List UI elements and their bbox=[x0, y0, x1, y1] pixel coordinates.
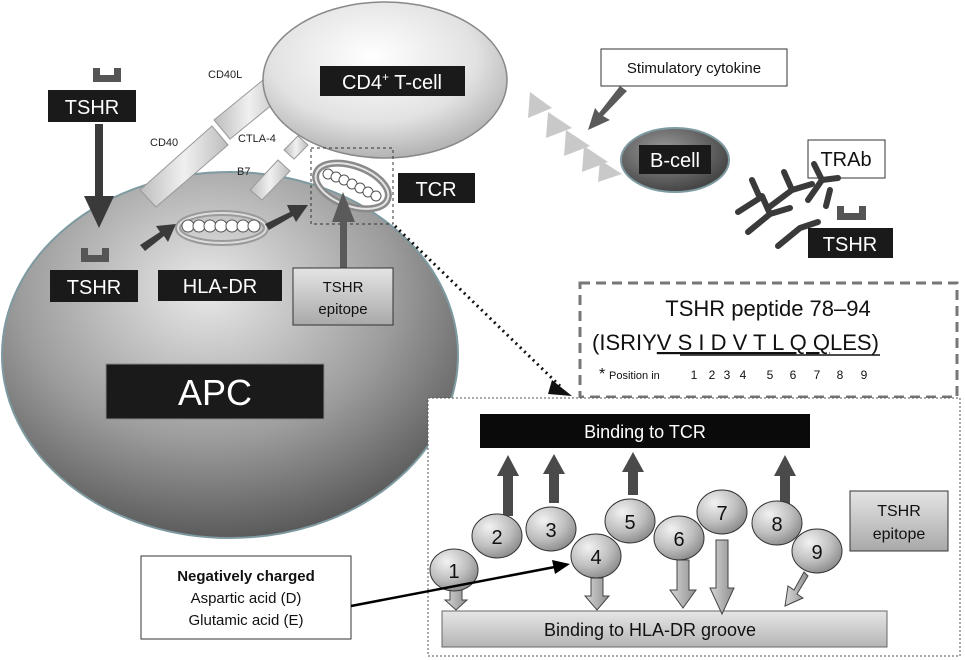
tshr-apc-label: TSHR bbox=[67, 277, 121, 299]
charge-note-line2: Glutamic acid (E) bbox=[188, 612, 303, 629]
apc-label-box bbox=[105, 363, 325, 420]
svg-text:9: 9 bbox=[811, 542, 822, 564]
tshr-epitope-panel-line2: epitope bbox=[873, 526, 926, 543]
residue-7: 7 bbox=[696, 489, 748, 535]
charge-note-line1: Aspartic acid (D) bbox=[191, 590, 302, 607]
b7-rod bbox=[249, 159, 291, 201]
peptide-sequence: (ISRIYV S I D V T L Q QLES) bbox=[592, 330, 879, 355]
trab-antibodies bbox=[735, 161, 841, 249]
tshr-receptor-top: TSHR bbox=[48, 68, 136, 122]
tshr-top-label: TSHR bbox=[65, 97, 119, 119]
peptide-box bbox=[578, 281, 959, 399]
residue-8: 8 bbox=[751, 500, 803, 546]
position-9: 9 bbox=[861, 368, 868, 382]
cytokine-label-box bbox=[600, 48, 788, 87]
position-8: 8 bbox=[837, 368, 844, 382]
cytokine-arrow bbox=[588, 86, 627, 130]
svg-text:7: 7 bbox=[716, 503, 727, 525]
peptide-title: TSHR peptide 78–94 bbox=[665, 296, 870, 321]
tshr-epitope-box-apc bbox=[292, 267, 394, 326]
epitope-up-arrow bbox=[332, 192, 355, 272]
cd40l-label: CD40L bbox=[208, 69, 242, 81]
b7-label: B7 bbox=[237, 166, 250, 178]
b-cell-label-box bbox=[639, 145, 711, 174]
ctla4-rod bbox=[283, 135, 309, 160]
tcr-contact-arrows bbox=[497, 452, 796, 516]
tshr-epitope-panel-line1: TSHR bbox=[877, 503, 921, 520]
b-cell-label: B-cell bbox=[650, 150, 700, 172]
tcr-label: TCR bbox=[415, 179, 456, 201]
hla-dr-complex bbox=[175, 210, 269, 246]
position-7: 7 bbox=[814, 368, 821, 382]
residue-3: 3 bbox=[525, 506, 577, 552]
hla-groove-label: Binding to HLA-DR groove bbox=[544, 620, 756, 640]
processing-arrow bbox=[140, 224, 176, 251]
residue-2: 2 bbox=[471, 513, 523, 559]
svg-text:2: 2 bbox=[491, 527, 502, 549]
residue-4: 4 bbox=[570, 533, 622, 579]
charge-note-arrow bbox=[350, 564, 561, 608]
position-2: 2 bbox=[709, 368, 716, 382]
cytokine-label: Stimulatory cytokine bbox=[627, 60, 761, 77]
charge-note-arrow-head bbox=[552, 560, 570, 574]
svg-text:3: 3 bbox=[545, 520, 556, 542]
tshr-right-label: TSHR bbox=[823, 234, 877, 256]
uptake-arrow bbox=[84, 124, 114, 228]
position-4: 4 bbox=[740, 368, 747, 382]
tshr-epitope-box-panel bbox=[849, 490, 949, 552]
tcr-zoom-box bbox=[310, 147, 394, 225]
tshr-epitope-apc-line2: epitope bbox=[318, 301, 367, 318]
position-3: 3 bbox=[724, 368, 731, 382]
ctla4-label: CTLA-4 bbox=[238, 133, 276, 145]
svg-text:8: 8 bbox=[771, 514, 782, 536]
position-label: Position in bbox=[609, 370, 660, 382]
apc-label: APC bbox=[178, 372, 252, 413]
t-cell-label: CD4+ T-cell bbox=[342, 70, 442, 94]
charge-note-box bbox=[140, 555, 352, 640]
hla-dr-label: HLA-DR bbox=[183, 276, 257, 298]
residue-1: 1 bbox=[429, 548, 479, 592]
tcr-binding-bar bbox=[480, 414, 810, 448]
position-numbers: 1 2 3 4 5 6 7 8 9 bbox=[691, 368, 868, 382]
position-5: 5 bbox=[767, 368, 774, 382]
position-1: 1 bbox=[691, 368, 698, 382]
tcr-label-box bbox=[398, 173, 475, 203]
position-asterisk: * bbox=[599, 366, 605, 383]
svg-text:5: 5 bbox=[624, 512, 635, 534]
svg-text:4: 4 bbox=[590, 547, 601, 569]
presentation-arrow bbox=[265, 205, 308, 230]
tshr-receptor-apc: TSHR bbox=[50, 248, 138, 302]
cd40-label: CD40 bbox=[150, 137, 178, 149]
svg-text:1: 1 bbox=[448, 561, 459, 583]
t-cell-label-box bbox=[320, 66, 465, 96]
hla-groove-bar bbox=[441, 610, 888, 648]
tshr-receptor-right: TSHR bbox=[808, 206, 893, 258]
zoom-connector bbox=[393, 224, 562, 388]
residue-9: 9 bbox=[791, 528, 843, 574]
hla-dr-label-box bbox=[158, 270, 282, 301]
residue-6: 6 bbox=[653, 515, 705, 561]
tcr-binding-label: Binding to TCR bbox=[584, 422, 706, 442]
groove-contact-arrows bbox=[443, 539, 809, 616]
position-6: 6 bbox=[790, 368, 797, 382]
cytokine-signal bbox=[528, 92, 622, 182]
zoom-connector-head bbox=[548, 380, 572, 396]
svg-text:6: 6 bbox=[673, 529, 684, 551]
charge-note-title: Negatively charged bbox=[177, 568, 315, 585]
trab-label: TRAb bbox=[820, 149, 871, 171]
tshr-epitope-apc-line1: TSHR bbox=[323, 279, 364, 296]
residue-5: 5 bbox=[604, 498, 656, 544]
cd40-rod bbox=[139, 125, 229, 208]
